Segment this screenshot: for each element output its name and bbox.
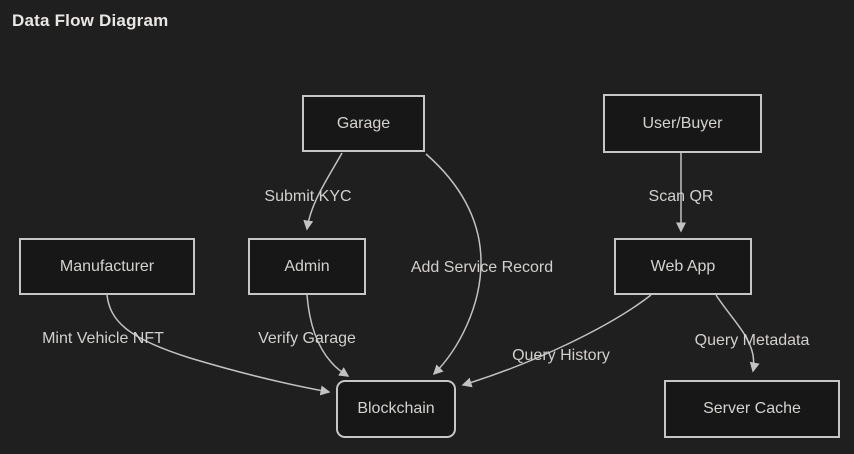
node-server-cache-label: Server Cache xyxy=(703,400,801,417)
node-blockchain: Blockchain xyxy=(336,380,456,438)
node-manufacturer: Manufacturer xyxy=(19,238,195,295)
node-server-cache: Server Cache xyxy=(664,380,840,438)
edge-label-submit-kyc: Submit KYC xyxy=(264,188,352,205)
page-title: Data Flow Diagram xyxy=(12,11,169,30)
node-admin: Admin xyxy=(248,238,366,295)
node-admin-label: Admin xyxy=(284,257,330,275)
edge-label-query-metadata: Query Metadata xyxy=(694,332,810,349)
node-blockchain-label: Blockchain xyxy=(357,400,435,417)
edge-web-app-blockchain xyxy=(461,294,652,388)
edge-manufacturer-blockchain xyxy=(106,294,331,396)
node-user-buyer-label: User/Buyer xyxy=(642,114,723,132)
edge-label-verify-garage: Verify Garage xyxy=(258,330,356,347)
edge-admin-blockchain xyxy=(306,294,350,377)
edge-label-mint-vehicle-nft: Mint Vehicle NFT xyxy=(42,330,164,347)
edge-label-query-history: Query History xyxy=(512,347,610,364)
edge-label-add-service-record: Add Service Record xyxy=(410,259,554,276)
edge-label-scan-qr: Scan QR xyxy=(648,188,714,205)
node-web-app-label: Web App xyxy=(650,257,716,275)
edge-web-app-server-cache xyxy=(715,294,760,373)
node-manufacturer-label: Manufacturer xyxy=(59,257,155,275)
node-user-buyer: User/Buyer xyxy=(603,94,762,153)
node-garage-label: Garage xyxy=(336,114,391,132)
edge-garage-admin xyxy=(303,152,343,231)
edge-garage-blockchain xyxy=(425,153,482,376)
node-garage: Garage xyxy=(302,95,425,152)
node-web-app: Web App xyxy=(614,238,752,295)
